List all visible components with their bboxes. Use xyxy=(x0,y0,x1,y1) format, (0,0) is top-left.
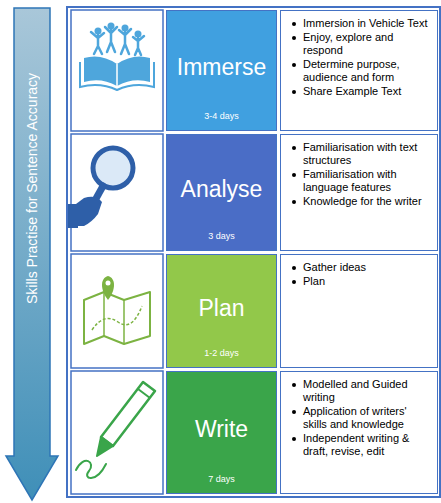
bullet-item: Enjoy, explore and respond xyxy=(303,31,433,57)
icon-cell xyxy=(71,254,163,368)
magnifier-icon xyxy=(68,148,133,228)
phase-box: Immerse 3-4 days xyxy=(166,10,277,131)
bullet-item: Familiarisation with text structures xyxy=(303,141,433,167)
book-icon xyxy=(80,23,154,91)
lens xyxy=(93,148,133,188)
process-arrow: Skills Practise for Sentence Accuracy xyxy=(4,6,60,502)
icon-cell xyxy=(71,134,163,251)
cuff xyxy=(68,204,78,228)
phase-title: Plan xyxy=(167,295,276,322)
icon-cell xyxy=(71,371,163,494)
map-fold xyxy=(103,292,105,336)
duration-label: 7 days xyxy=(167,474,276,484)
map-pin xyxy=(102,276,114,300)
bullet-item: Gather ideas xyxy=(303,261,433,274)
bullet-box: Gather ideasPlan xyxy=(280,254,438,368)
table-frame xyxy=(67,7,440,497)
bullet-box: Immersion in Vehicle TextEnjoy, explore … xyxy=(280,10,438,131)
arrow-shape xyxy=(6,8,58,500)
bullet-item: Plan xyxy=(303,275,433,288)
book-page xyxy=(117,56,150,86)
pencil-icon xyxy=(76,382,155,478)
scribble xyxy=(76,461,106,478)
bullet-box: Modelled and Guided writingApplication o… xyxy=(280,371,438,494)
bullet-item: Independent writing & draft, revise, edi… xyxy=(303,432,433,458)
icon-cell xyxy=(71,10,163,131)
phase-box: Write 7 days xyxy=(166,371,277,494)
phase-box: Plan 1-2 days xyxy=(166,254,277,368)
book-page xyxy=(84,56,117,86)
book-cover xyxy=(80,62,154,90)
phase-box: Analyse 3 days xyxy=(166,134,277,251)
bullet-item: Familiarisation with language features xyxy=(303,168,433,194)
phase-title: Analyse xyxy=(167,176,276,203)
bullet-item: Knowledge for the writer xyxy=(303,195,433,208)
map-route xyxy=(92,306,142,330)
bullet-box: Familiarisation with text structuresFami… xyxy=(280,134,438,251)
pencil-tip xyxy=(97,437,113,456)
pencil-body xyxy=(101,382,155,446)
bullet-item: Immersion in Vehicle Text xyxy=(303,17,433,30)
map-pin-dot xyxy=(106,281,111,286)
bullet-item: Determine purpose, audience and form xyxy=(303,58,433,84)
phase-title: Write xyxy=(167,416,276,443)
duration-label: 1-2 days xyxy=(167,348,276,358)
bullet-item: Modelled and Guided writing xyxy=(303,378,433,404)
duration-label: 3-4 days xyxy=(167,111,276,121)
arrow-label: Skills Practise for Sentence Accuracy xyxy=(14,8,50,368)
phase-title: Immerse xyxy=(167,54,276,81)
bullet-item: Application of writers' skills and knowl… xyxy=(303,405,433,431)
map-outline xyxy=(84,292,150,344)
figures xyxy=(91,23,144,56)
duration-label: 3 days xyxy=(167,231,276,241)
hand xyxy=(76,197,102,226)
pencil-band xyxy=(138,389,150,398)
map-icon xyxy=(84,276,150,344)
bullet-item: Share Example Text xyxy=(303,85,433,98)
map-fold xyxy=(123,300,125,344)
book-spine xyxy=(116,64,118,86)
